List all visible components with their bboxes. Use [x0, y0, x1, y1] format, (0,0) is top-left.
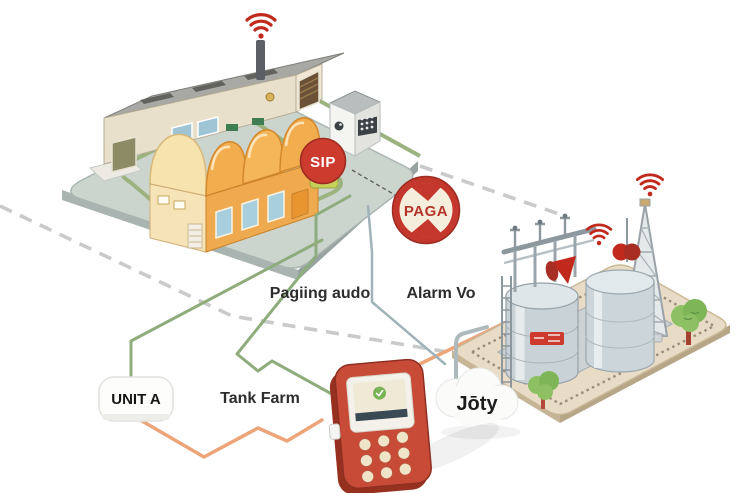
- green-line-to-unit-a: [129, 238, 324, 378]
- antenna-mast: [256, 40, 265, 80]
- unit-a-node: UNIT A: [98, 376, 174, 422]
- tank-farm-label: Tank Farm: [220, 390, 300, 407]
- cabinet-dial: [334, 121, 344, 131]
- joty-label: Jōty: [456, 393, 498, 415]
- tank-farm: [452, 173, 730, 423]
- wall-clock: [265, 92, 275, 102]
- wifi-signal-icon: [635, 173, 665, 198]
- wall-sign: [252, 118, 264, 125]
- tree-large: [671, 299, 707, 345]
- sip-badge: SIP: [299, 137, 347, 189]
- warehouse-window: [215, 205, 233, 240]
- paga-badge-label: PAGA: [404, 203, 448, 220]
- alarm-voice-label: Alarm Vo: [406, 285, 475, 302]
- wall-sign: [226, 124, 238, 131]
- pipe-manifold: [501, 213, 597, 292]
- tree-small: [528, 371, 559, 409]
- dashed-route-lines: [0, 164, 563, 354]
- paging-audio-label: Pagiing audo: [270, 285, 371, 302]
- handheld-phone: [328, 358, 500, 493]
- sip-badge-label: SIP: [310, 154, 336, 171]
- wifi-signal-icon: [245, 13, 277, 41]
- horn-speaker: [545, 256, 576, 284]
- dashed-line-right: [419, 164, 563, 217]
- dashed-line-left: [0, 204, 449, 354]
- unit-a-label: UNIT A: [111, 391, 161, 408]
- wifi-signal-icon: [585, 223, 613, 247]
- phone-side-button: [328, 423, 341, 440]
- warehouse-end-arch: [149, 133, 208, 197]
- pipe-rail: [454, 325, 489, 380]
- green-line-to-handheld: [235, 194, 352, 395]
- gray-line-to-joty: [366, 204, 447, 366]
- storage-tank-right: [585, 218, 655, 373]
- window: [197, 116, 219, 138]
- warehouse-window: [241, 197, 259, 232]
- warehouse-bay-door: [291, 188, 309, 220]
- orange-line-unit-a-to-phone: [140, 418, 324, 459]
- entrance-door: [111, 136, 137, 173]
- storage-tank-left: [501, 213, 613, 390]
- joty-cloud: Jōty: [435, 367, 521, 439]
- warehouse-window: [267, 189, 285, 224]
- factory-building: [88, 13, 345, 182]
- phone-keypad: [358, 430, 412, 483]
- sip-paga-connector: [351, 169, 398, 197]
- roof-vent: [140, 93, 174, 104]
- paga-badge: PAGA: [391, 175, 461, 245]
- roof-vent: [192, 81, 226, 92]
- checkmark-icon: [373, 386, 387, 400]
